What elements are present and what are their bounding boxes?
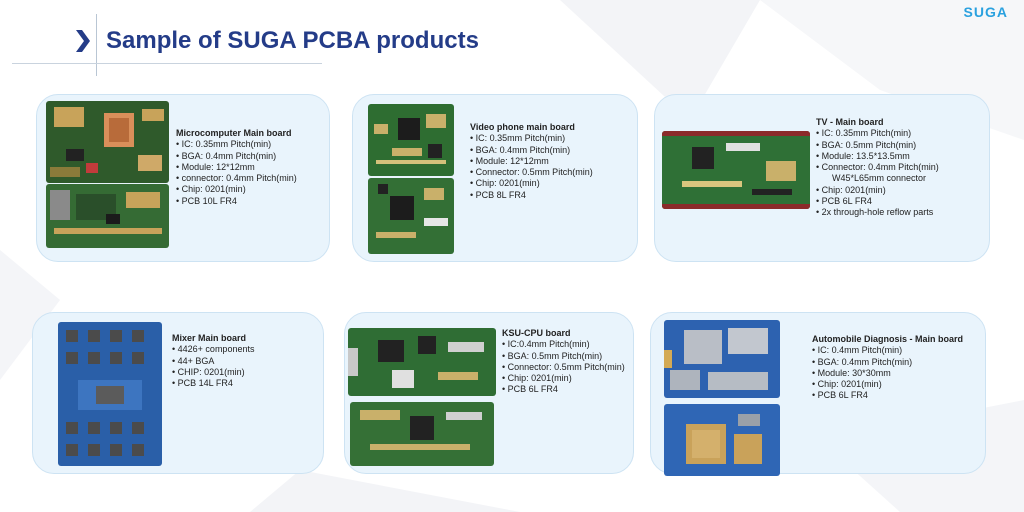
automobile-board-photo-top bbox=[664, 320, 780, 398]
spec-item: Module: 12*12mm bbox=[176, 162, 297, 173]
spec-item: Chip: 0201(min) bbox=[812, 379, 963, 390]
spec-item: PCB 10L FR4 bbox=[176, 196, 297, 207]
tv-board-photo bbox=[662, 131, 810, 209]
product-desc-microcomputer: Microcomputer Main board IC: 0.35mm Pitc… bbox=[176, 128, 297, 207]
video-phone-board-photo-bottom bbox=[368, 178, 454, 254]
spec-item: PCB 6L FR4 bbox=[502, 384, 625, 395]
spec-item: PCB 8L FR4 bbox=[470, 190, 593, 201]
spec-item: Chip: 0201(min) bbox=[502, 373, 625, 384]
spec-item: PCB 14L FR4 bbox=[172, 378, 254, 389]
spec-item: BGA: 0.4mm Pitch(min) bbox=[812, 357, 963, 368]
product-desc-video-phone: Video phone main board IC: 0.35mm Pitch(… bbox=[470, 122, 593, 201]
product-title: Mixer Main board bbox=[172, 333, 247, 343]
spec-item: IC: 0.35mm Pitch(min) bbox=[176, 139, 297, 150]
video-phone-board-photo-top bbox=[368, 104, 454, 176]
spec-item: Module: 13.5*13.5mm bbox=[816, 151, 939, 162]
product-title: Automobile Diagnosis - Main board bbox=[812, 334, 964, 344]
spec-item: BGA: 0.5mm Pitch(min) bbox=[502, 351, 625, 362]
suga-logo: SUGA bbox=[963, 4, 1008, 20]
spec-item: Module: 12*12mm bbox=[470, 156, 593, 167]
microcomputer-board-photo-top bbox=[46, 101, 169, 183]
spec-item: connector: 0.4mm Pitch(min) bbox=[176, 173, 297, 184]
automobile-board-photo-bottom bbox=[664, 404, 780, 476]
ksu-cpu-board-photo-top bbox=[348, 328, 496, 396]
spec-item: IC: 0.35mm Pitch(min) bbox=[816, 128, 939, 139]
product-title: TV - Main board bbox=[816, 117, 884, 127]
spec-item: Chip: 0201(min) bbox=[816, 185, 939, 196]
header-divider-horizontal bbox=[12, 63, 322, 64]
spec-item: Module: 30*30mm bbox=[812, 368, 963, 379]
spec-note: W45*L65mm connector bbox=[832, 173, 927, 184]
header-divider-vertical bbox=[96, 14, 97, 76]
product-desc-automobile: Automobile Diagnosis - Main board IC: 0.… bbox=[812, 334, 963, 402]
spec-item: PCB 6L FR4 bbox=[812, 390, 963, 401]
spec-item: IC:0.4mm Pitch(min) bbox=[502, 339, 625, 350]
product-desc-ksu-cpu: KSU-CPU board IC:0.4mm Pitch(min) BGA: 0… bbox=[502, 328, 625, 396]
microcomputer-board-photo-bottom bbox=[46, 184, 169, 248]
ksu-cpu-board-photo-bottom bbox=[350, 402, 494, 466]
spec-item: Connector: 0.5mm Pitch(min) bbox=[502, 362, 625, 373]
spec-item: IC: 0.4mm Pitch(min) bbox=[812, 345, 963, 356]
spec-item: Connector: 0.5mm Pitch(min) bbox=[470, 167, 593, 178]
spec-item: 44+ BGA bbox=[172, 356, 254, 367]
spec-item: 2x through-hole reflow parts bbox=[816, 207, 939, 218]
spec-item: BGA: 0.4mm Pitch(min) bbox=[176, 151, 297, 162]
page-title: Sample of SUGA PCBA products bbox=[106, 27, 479, 54]
spec-item: Connector: 0.4mm Pitch(min) bbox=[816, 162, 939, 173]
spec-item: BGA: 0.4mm Pitch(min) bbox=[470, 145, 593, 156]
chevron-right-icon bbox=[76, 30, 90, 52]
product-title: Video phone main board bbox=[470, 122, 575, 132]
product-desc-mixer: Mixer Main board 4426+ components 44+ BG… bbox=[172, 333, 254, 389]
spec-item: Chip: 0201(min) bbox=[176, 184, 297, 195]
product-desc-tv: TV - Main board IC: 0.35mm Pitch(min) BG… bbox=[816, 117, 939, 219]
spec-item: PCB 6L FR4 bbox=[816, 196, 939, 207]
spec-item: 4426+ components bbox=[172, 344, 255, 355]
spec-item: CHIP: 0201(min) bbox=[172, 367, 254, 378]
spec-item: Chip: 0201(min) bbox=[470, 178, 593, 189]
mixer-board-photo bbox=[58, 322, 162, 466]
spec-item: IC: 0.35mm Pitch(min) bbox=[470, 133, 593, 144]
product-title: KSU-CPU board bbox=[502, 328, 571, 338]
spec-item: BGA: 0.5mm Pitch(min) bbox=[816, 140, 939, 151]
product-title: Microcomputer Main board bbox=[176, 128, 292, 138]
